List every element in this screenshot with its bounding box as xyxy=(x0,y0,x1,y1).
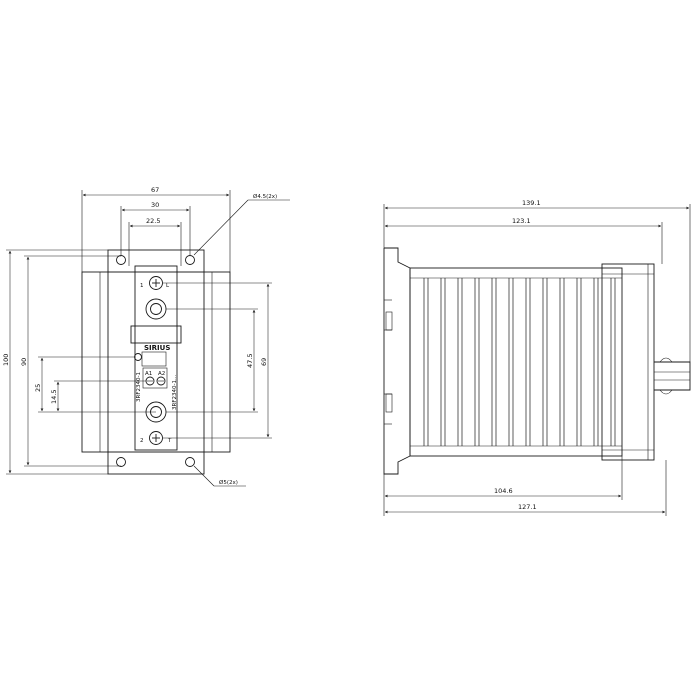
dim-height-terms: 47.5 xyxy=(246,354,254,368)
callout-bottom-holes: Ø5(2x) xyxy=(219,479,238,486)
side-part-text: 3RF2340-1 xyxy=(136,372,142,402)
dim-height-total: 100 xyxy=(2,354,10,366)
terminal-label-T: T xyxy=(167,438,172,444)
dim-inner-spacing: 22.5 xyxy=(146,217,160,225)
terminal-label-2: 2 xyxy=(140,438,144,444)
dim-side-lower-long: 127.1 xyxy=(518,503,537,511)
part-code: 3RF2340-1... xyxy=(172,375,178,410)
side-view: 139.1 123.1 104.6 127.1 xyxy=(383,199,691,516)
front-heatsink-body xyxy=(81,271,231,453)
mount-hole-bottom-right xyxy=(185,457,195,467)
power-screw-upper xyxy=(145,298,167,320)
brand-logo: SIRIUS xyxy=(144,344,170,352)
terminal-screw-bottom xyxy=(149,431,163,445)
side-terminal-protrusion xyxy=(654,361,691,391)
dim-height-small: 14.5 xyxy=(50,390,58,404)
dim-side-upper: 123.1 xyxy=(512,217,531,225)
dim-height-body: 90 xyxy=(20,358,28,366)
dim-hole-spacing: 30 xyxy=(151,201,159,209)
dim-width-overall: 67 xyxy=(151,186,159,194)
terminal-label-a2: A2 xyxy=(158,371,165,377)
dim-height-screws: 69 xyxy=(260,358,268,366)
mount-hole-top-right xyxy=(185,255,195,265)
terminal-label-1: 1 xyxy=(140,283,144,289)
dim-side-overall: 139.1 xyxy=(522,199,541,207)
terminal-label-L: L xyxy=(166,283,170,289)
front-view: 1 L SIRIUS A1 A2 3RF2340-1 3RF2340-1... … xyxy=(2,186,290,487)
side-heatsink xyxy=(409,267,623,457)
mount-hole-bottom-left xyxy=(116,457,126,467)
label-window xyxy=(130,325,182,344)
led-indicator xyxy=(134,353,142,361)
front-mount-plate xyxy=(107,249,205,475)
terminal-screw-top xyxy=(149,276,163,290)
heatsink-fins xyxy=(423,278,616,446)
callout-top-holes: Ø4.5(2x) xyxy=(253,193,277,200)
mount-hole-top-left xyxy=(116,255,126,265)
side-front-module xyxy=(601,263,655,461)
dim-side-lower-short: 104.6 xyxy=(494,487,513,495)
dim-height-mid: 25 xyxy=(34,384,42,392)
control-screw-a2 xyxy=(156,376,166,386)
side-base-plate xyxy=(383,247,411,475)
terminal-label-a1: A1 xyxy=(145,371,152,377)
